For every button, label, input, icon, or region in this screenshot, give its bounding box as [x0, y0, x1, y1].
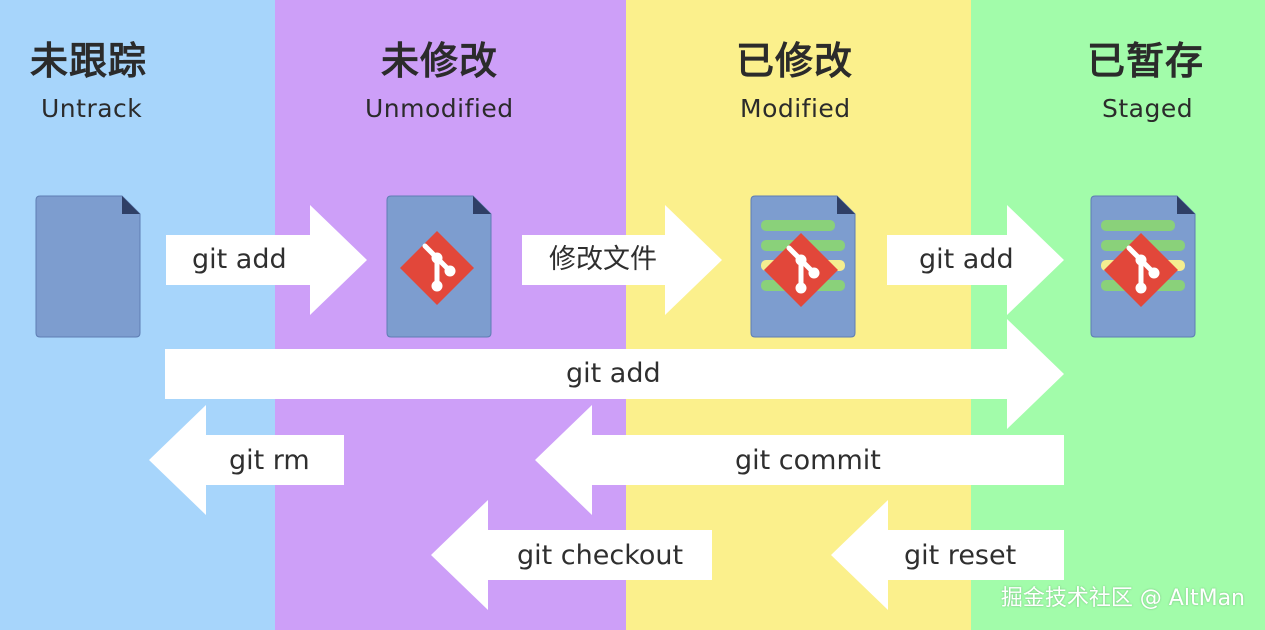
arrow-git-reset	[831, 500, 1064, 610]
file-icon	[386, 195, 492, 338]
state-title-zh: 未修改	[381, 39, 499, 83]
label-git-add-untracked: git add	[192, 244, 287, 275]
watermark: 掘金技术社区 @ AltMan	[1000, 586, 1245, 611]
arrow-edit-file	[522, 205, 722, 315]
state-title-en: Unmodified	[365, 94, 514, 123]
state-title-en: Untrack	[41, 94, 143, 123]
state-title-en: Staged	[1102, 94, 1194, 123]
arrow-git-add-untracked	[166, 205, 367, 315]
state-title-zh: 已修改	[736, 39, 854, 83]
file-icon	[1090, 195, 1196, 338]
arrow-git-checkout	[431, 500, 712, 610]
label-git-rm: git rm	[229, 445, 310, 476]
label-git-checkout: git checkout	[517, 540, 684, 571]
label-git-commit: git commit	[735, 445, 881, 476]
arrow-git-commit	[535, 405, 1064, 515]
arrow-git-add-modified	[887, 205, 1064, 315]
label-git-add-all: git add	[566, 358, 661, 389]
column-unmodified: 未修改 Unmodified	[275, 0, 626, 630]
label-edit-file: 修改文件	[549, 244, 657, 275]
label-git-reset: git reset	[904, 540, 1017, 571]
state-title-zh: 未跟踪	[30, 39, 148, 83]
file-icon	[750, 195, 856, 338]
label-git-add-modified: git add	[919, 244, 1014, 275]
file-icon	[35, 195, 141, 338]
arrow-git-add-all	[165, 319, 1064, 429]
state-title-zh: 已暂存	[1087, 39, 1205, 83]
state-title-en: Modified	[740, 94, 851, 123]
arrow-git-rm	[149, 405, 344, 515]
